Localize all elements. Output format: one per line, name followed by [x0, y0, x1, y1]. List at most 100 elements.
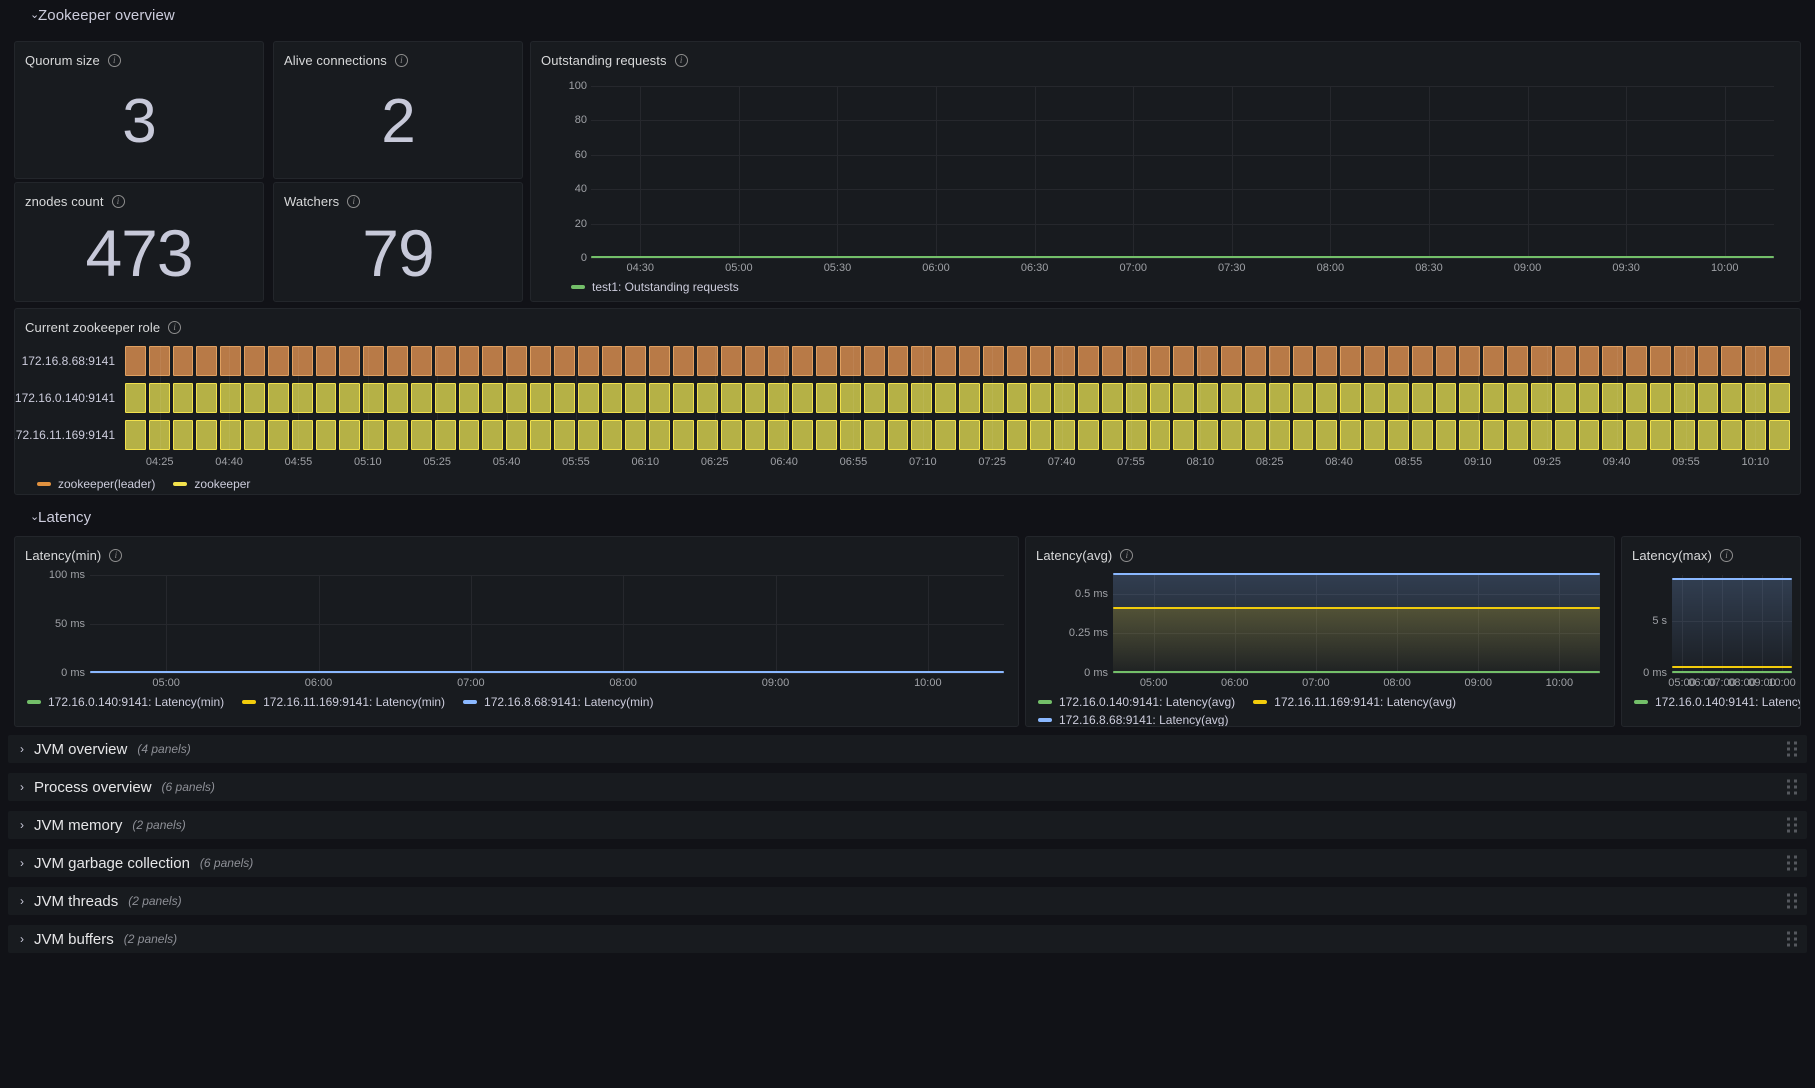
state-timeline-cell[interactable] — [1411, 346, 1433, 376]
state-timeline-cell[interactable] — [1149, 420, 1171, 450]
state-timeline-cell[interactable] — [1340, 420, 1362, 450]
info-icon[interactable]: i — [347, 195, 361, 208]
state-timeline-cell[interactable] — [1626, 420, 1647, 450]
state-timeline-cell[interactable] — [982, 383, 1004, 413]
state-timeline-cell[interactable] — [291, 420, 313, 450]
state-timeline-cell[interactable] — [649, 346, 671, 376]
state-timeline-cell[interactable] — [1602, 346, 1624, 376]
state-timeline-cell[interactable] — [625, 420, 647, 450]
state-timeline-cell[interactable] — [1030, 383, 1052, 413]
state-timeline-cell[interactable] — [911, 346, 933, 376]
state-timeline-cell[interactable] — [1268, 420, 1290, 450]
state-timeline-cell[interactable] — [839, 346, 861, 376]
state-timeline-cell[interactable] — [1054, 346, 1076, 376]
state-timeline-cell[interactable] — [530, 420, 551, 450]
state-timeline-cell[interactable] — [1030, 420, 1052, 450]
state-timeline-cell[interactable] — [958, 383, 980, 413]
state-timeline-cell[interactable] — [1244, 420, 1266, 450]
state-timeline-cell[interactable] — [816, 420, 837, 450]
state-timeline-cell[interactable] — [1173, 420, 1195, 450]
state-timeline-cell[interactable] — [291, 346, 313, 376]
state-timeline-cell[interactable] — [553, 383, 575, 413]
state-timeline-cell[interactable] — [744, 383, 766, 413]
state-timeline-cell[interactable] — [649, 420, 671, 450]
state-timeline-cell[interactable] — [1316, 346, 1338, 376]
state-timeline-cell[interactable] — [1530, 383, 1552, 413]
state-timeline-cell[interactable] — [1173, 383, 1195, 413]
state-timeline-cell[interactable] — [1483, 346, 1505, 376]
state-timeline-cell[interactable] — [935, 383, 956, 413]
state-timeline-cell[interactable] — [1435, 346, 1457, 376]
state-timeline-cell[interactable] — [1149, 383, 1171, 413]
state-timeline-cell[interactable] — [1125, 420, 1147, 450]
legend-item[interactable]: 172.16.8.68:9141: Latency(avg) — [1038, 713, 1228, 726]
legend-item[interactable]: zookeeper — [173, 477, 250, 491]
state-timeline-cell[interactable] — [601, 346, 623, 376]
legend-item[interactable]: zookeeper(leader) — [37, 477, 155, 491]
drag-handle-icon[interactable] — [1787, 931, 1797, 947]
state-timeline-cell[interactable] — [363, 383, 385, 413]
state-timeline-cell[interactable] — [172, 420, 194, 450]
chart-plot-area[interactable] — [90, 575, 1004, 674]
state-timeline-cell[interactable] — [410, 383, 432, 413]
state-timeline-cell[interactable] — [1340, 383, 1362, 413]
state-timeline-cell[interactable] — [863, 383, 885, 413]
state-timeline-cell[interactable] — [1054, 383, 1076, 413]
state-timeline-cell[interactable] — [792, 383, 814, 413]
state-timeline-cell[interactable] — [1650, 346, 1671, 376]
state-timeline-cell[interactable] — [982, 420, 1004, 450]
state-timeline-cell[interactable] — [1173, 346, 1195, 376]
state-timeline-cell[interactable] — [863, 420, 885, 450]
state-timeline-cell[interactable] — [196, 346, 218, 376]
state-timeline-cell[interactable] — [958, 346, 980, 376]
state-timeline-cell[interactable] — [172, 346, 194, 376]
state-timeline-cell[interactable] — [1078, 346, 1099, 376]
state-timeline-cell[interactable] — [530, 346, 551, 376]
state-timeline-cell[interactable] — [887, 420, 909, 450]
state-timeline-cell[interactable] — [458, 420, 480, 450]
state-timeline-cell[interactable] — [1530, 346, 1552, 376]
legend-item[interactable]: test1: Outstanding requests — [571, 280, 739, 294]
info-icon[interactable]: i — [674, 54, 688, 67]
state-timeline-cell[interactable] — [1769, 346, 1790, 376]
drag-handle-icon[interactable] — [1787, 741, 1797, 757]
state-timeline-cell[interactable] — [339, 346, 361, 376]
state-timeline-cell[interactable] — [1602, 420, 1624, 450]
info-icon[interactable]: i — [1719, 549, 1733, 562]
state-timeline-cell[interactable] — [434, 420, 456, 450]
info-icon[interactable]: i — [394, 54, 408, 67]
state-timeline-cell[interactable] — [220, 420, 242, 450]
collapsed-row-jvm-buffers[interactable]: ›JVM buffers(2 panels) — [8, 925, 1807, 953]
chart-plot-area[interactable] — [1672, 575, 1792, 674]
state-timeline-cell[interactable] — [792, 420, 814, 450]
state-timeline-cell[interactable] — [1101, 383, 1123, 413]
collapsed-row-jvm-overview[interactable]: ›JVM overview(4 panels) — [8, 735, 1807, 763]
state-timeline-cell[interactable] — [196, 420, 218, 450]
state-timeline-cell[interactable] — [1221, 420, 1242, 450]
legend-item[interactable]: 172.16.11.169:9141: Latency(avg) — [1253, 695, 1456, 709]
row-header-zookeeper-overview[interactable]: ⌄ Zookeeper overview — [8, 0, 1807, 30]
state-timeline-cell[interactable] — [577, 383, 599, 413]
chart-legend[interactable]: 172.16.0.140:9141: Latency(max)172.16.11… — [1634, 695, 1800, 709]
state-timeline-cell[interactable] — [244, 420, 265, 450]
state-timeline-cell[interactable] — [482, 383, 504, 413]
state-timeline-cell[interactable] — [1244, 383, 1266, 413]
state-timeline-cell[interactable] — [387, 420, 408, 450]
state-timeline-cell[interactable] — [768, 383, 790, 413]
state-timeline-cell[interactable] — [935, 420, 956, 450]
state-timeline-cell[interactable] — [458, 346, 480, 376]
state-timeline-cell[interactable] — [1554, 420, 1576, 450]
state-timeline-cell[interactable] — [363, 420, 385, 450]
state-timeline-cell[interactable] — [1006, 383, 1028, 413]
state-timeline-cell[interactable] — [267, 346, 289, 376]
state-timeline-cell[interactable] — [1125, 383, 1147, 413]
info-icon[interactable]: i — [1120, 549, 1134, 562]
state-timeline-cell[interactable] — [125, 383, 146, 413]
state-timeline-cell[interactable] — [1483, 383, 1505, 413]
state-timeline-cell[interactable] — [1268, 383, 1290, 413]
state-timeline-cell[interactable] — [577, 420, 599, 450]
state-timeline-cell[interactable] — [863, 346, 885, 376]
legend-item[interactable]: 172.16.0.140:9141: Latency(min) — [27, 695, 224, 709]
state-timeline-cell[interactable] — [911, 420, 933, 450]
